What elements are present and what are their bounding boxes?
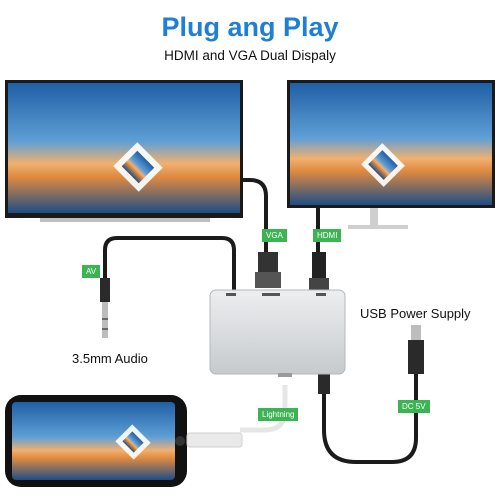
cables [103,178,418,464]
av-plug [100,278,110,338]
vga-plug [255,252,281,288]
vga-label: VGA [262,229,287,242]
lightning-label: Lightning [258,408,299,421]
lightning-plug [186,432,243,448]
av-label: AV [82,265,101,278]
adapter-hub [209,289,346,377]
page-subtitle: HDMI and VGA Dual Dispaly [164,48,336,63]
dc-plug [318,370,330,394]
audio-label: 3.5mm Audio [72,351,148,366]
usb-plug [408,325,424,374]
usb-power-label: USB Power Supply [360,306,471,321]
monitor-display [287,80,495,229]
hdmi-label: HDMI [313,229,342,242]
phone [5,395,187,487]
dc5v-label: DC 5V [398,400,430,413]
tv-display [5,80,243,222]
page-title: Plug ang Play [161,12,339,42]
hdmi-plug [309,252,329,290]
